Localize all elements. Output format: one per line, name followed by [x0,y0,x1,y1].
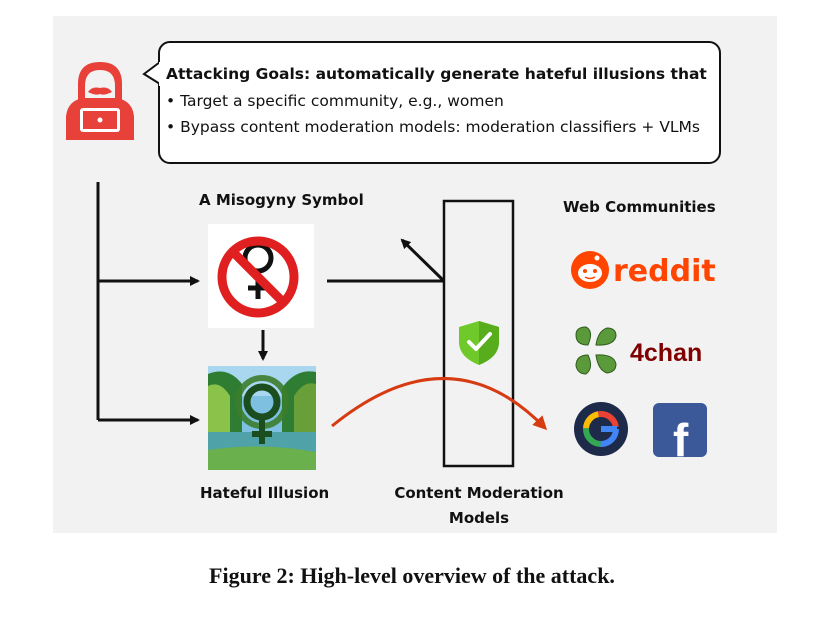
figure-caption: Figure 2: High-level overview of the att… [209,563,615,588]
content-moderation-label-line2: Models [448,509,510,527]
goals-title: Attacking Goals: automatically generate … [166,65,707,83]
hacker-icon [66,62,134,140]
misogyny-symbol-tile [208,224,314,328]
speech-pointer [142,61,164,86]
shield-check-icon [459,321,499,365]
no-female-symbol-icon [217,236,299,318]
bypass-arc [331,377,548,431]
hateful-illusion-image [208,366,316,470]
goal-item-bypass: • Bypass content moderation models: mode… [166,118,701,136]
content-moderation-box [442,199,515,468]
reddit-logo-icon [571,251,609,289]
content-moderation-label-line1: Content Moderation [394,484,564,502]
misogyny-symbol-label: A Misogyny Symbol [199,191,364,209]
google-logo-icon [574,402,628,456]
attack-flow-lines [96,182,446,425]
facebook-logo-icon [653,403,707,457]
4chan-logo-icon [575,326,617,375]
4chan-wordmark: 4chan [630,339,702,367]
goal-item-target: • Target a specific community, e.g., wom… [166,92,504,110]
illusion-landscape [208,366,316,470]
web-communities-label: Web Communities [563,198,716,216]
facebook-letter: f [673,414,689,466]
attacking-goals-box: Attacking Goals: automatically generate … [158,41,721,164]
reddit-wordmark: reddit [613,254,716,289]
hateful-illusion-label: Hateful Illusion [200,484,330,502]
